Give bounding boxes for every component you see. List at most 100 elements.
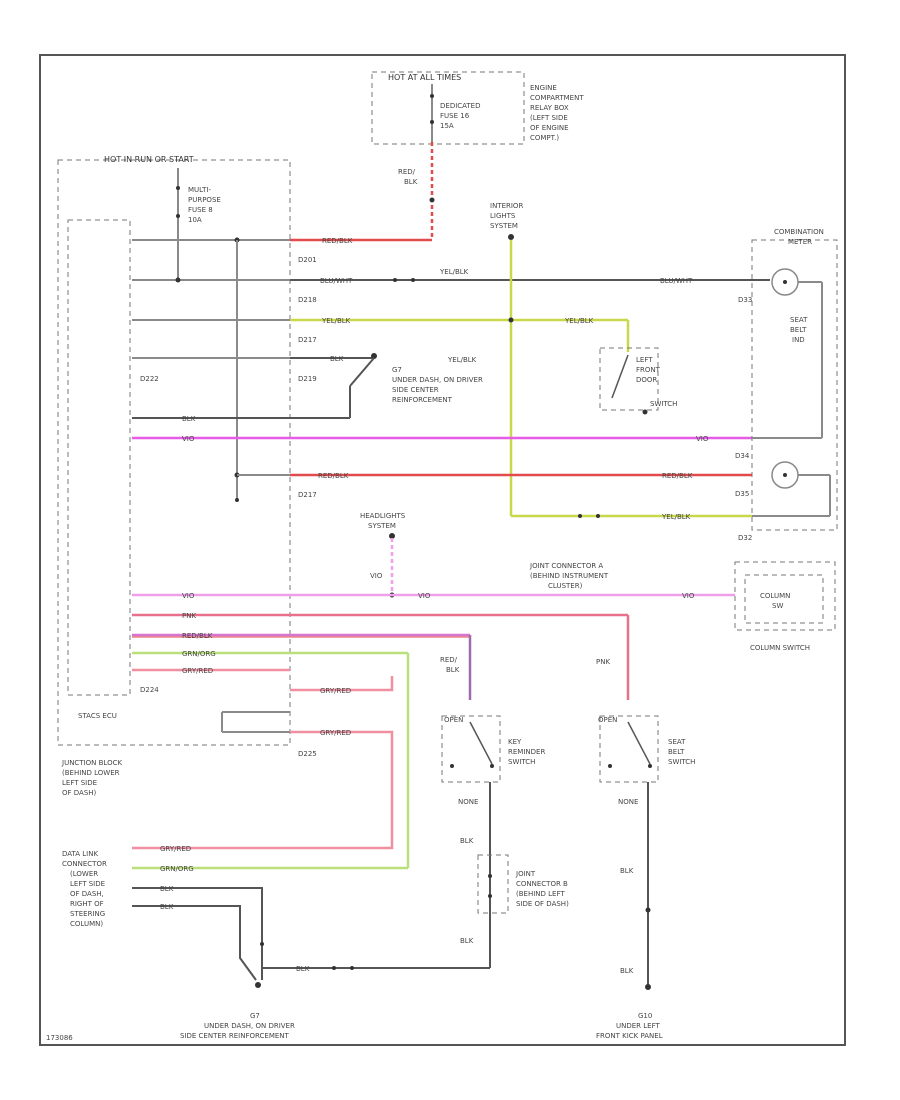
- red-blk-d201-label: RED/BLK: [322, 237, 353, 245]
- d33-label: D33: [738, 296, 752, 304]
- data-link-line6: RIGHT OF: [70, 900, 104, 908]
- seat-belt-switch-dot-1: [608, 764, 612, 768]
- joint-conn-a-line2: (BEHIND INSTRUMENT: [530, 572, 609, 580]
- figure-id: 173086: [46, 1034, 73, 1042]
- seat-belt-switch-line3: SWITCH: [668, 758, 695, 766]
- engine-relay-box-line2: COMPARTMENT: [530, 94, 584, 102]
- joint-conn-b-dot-2: [488, 894, 492, 898]
- door-switch-line2: FRONT: [636, 366, 661, 374]
- door-switch-line4: SWITCH: [650, 400, 677, 408]
- combination-meter-box: [751, 239, 838, 531]
- joint-conn-b-line1: JOINT: [515, 870, 536, 878]
- interior-lights-line3: SYSTEM: [490, 222, 518, 230]
- seat-belt-blk-label-2: BLK: [620, 967, 634, 975]
- red-blk-row-label-left: RED/BLK: [318, 472, 349, 480]
- key-reminder-line2: REMINDER: [508, 748, 545, 756]
- headlights-line2: SYSTEM: [368, 522, 396, 530]
- grn-org-ecu-label: GRN/ORG: [182, 650, 216, 658]
- key-reminder-blk-label-2: BLK: [460, 937, 474, 945]
- interior-lights-line2: LIGHTS: [490, 212, 516, 220]
- headlights-line1: HEADLIGHTS: [360, 512, 406, 520]
- yel-blk-vert-label: YEL/BLK: [447, 356, 477, 364]
- key-reminder-switch-contact: [469, 721, 493, 765]
- yel-blk-row3-label-right: YEL/BLK: [564, 317, 594, 325]
- door-switch-line1: LEFT: [636, 356, 653, 364]
- column-sw-line1: COLUMN: [760, 592, 790, 600]
- data-link-line3: (LOWER: [70, 870, 98, 878]
- yel-blk-row3-dot: [508, 317, 514, 323]
- grn-org-dlc-label: GRN/ORG: [160, 865, 194, 873]
- g7-top-line2: UNDER DASH, ON DRIVER: [392, 376, 483, 384]
- sw-open-a-label: OPEN: [444, 716, 463, 724]
- hot-at-all-times-box: [371, 71, 525, 145]
- column-switch-label: COLUMN SWITCH: [750, 644, 810, 652]
- engine-relay-box-line4: (LEFT SIDE: [530, 114, 568, 122]
- joint-conn-b-line3: (BEHIND LEFT: [516, 890, 565, 898]
- gry-red-ecu-label: GRY/RED: [182, 667, 213, 675]
- g7-bottom-splice-dot: [260, 942, 264, 946]
- blk-ecu-label: BLK: [182, 415, 196, 423]
- vio-headlights-label: VIO: [370, 572, 383, 580]
- data-link-line5: OF DASH,: [70, 890, 104, 898]
- sw-none-b-label: NONE: [618, 798, 638, 806]
- bus-end-dot: [235, 498, 239, 502]
- multi-fuse-line3: FUSE 8: [188, 206, 213, 214]
- blk-dlc-lower-wire: [132, 905, 257, 981]
- gry-red-upper-label: GRY/RED: [320, 687, 351, 695]
- gry-red-upper-wire: [290, 676, 394, 692]
- g10-line2: UNDER LEFT: [616, 1022, 660, 1030]
- interior-light-bulb-center: [783, 473, 787, 477]
- g7-top-line4: REINFORCEMENT: [392, 396, 453, 404]
- joint-conn-b-box: [477, 854, 509, 914]
- key-reminder-blk-label-1: BLK: [460, 837, 474, 845]
- dedicated-fuse-line3: 15A: [440, 122, 454, 130]
- seat-belt-blk-label-1: BLK: [620, 867, 634, 875]
- multi-fuse-line4: 10A: [188, 216, 202, 224]
- door-switch-box: [599, 347, 659, 411]
- d201-label: D201: [298, 256, 317, 264]
- d32-label: D32: [738, 534, 752, 542]
- seat-belt-switch-line1: SEAT: [668, 738, 686, 746]
- red-blk-key-label: RED/BLK: [182, 632, 213, 640]
- blk-dlc-lower-label: BLK: [160, 903, 174, 911]
- column-sw-line2: SW: [772, 602, 783, 610]
- joint-conn-b-line2: CONNECTOR B: [516, 880, 568, 888]
- red-blk-top-line2: BLK: [404, 178, 418, 186]
- joint-conn-b-line4: SIDE OF DASH): [516, 900, 569, 908]
- blu-wht-connector-dot-2: [411, 278, 415, 282]
- red-blk-row-label-right: RED/BLK: [662, 472, 693, 480]
- headlights-dot: [389, 533, 395, 539]
- door-switch-ground-dot: [642, 409, 648, 415]
- sw-none-a-label: NONE: [458, 798, 478, 806]
- blk-g7-label: BLK: [330, 355, 344, 363]
- seat-belt-ind-line3: IND: [792, 336, 805, 344]
- blk-dlc-upper-label: BLK: [160, 885, 174, 893]
- blu-wht-label-right: BLU/WHT: [660, 277, 693, 285]
- seat-belt-switch-line2: BELT: [668, 748, 685, 756]
- key-reminder-switch-dot-2: [490, 764, 494, 768]
- data-link-line4: LEFT SIDE: [70, 880, 105, 888]
- d224-label: D224: [140, 686, 159, 694]
- d34-label: D34: [735, 452, 750, 460]
- dedicated-fuse-line1: DEDICATED: [440, 102, 481, 110]
- engine-relay-box-line5: OF ENGINE: [530, 124, 569, 132]
- blk-dlc-upper-wire: [132, 887, 263, 950]
- vio-meter-label-left: VIO: [182, 435, 195, 443]
- g7-bottom-line1: G7: [250, 1012, 260, 1020]
- d217-label: D217: [298, 336, 317, 344]
- stacs-ecu-box: [67, 219, 131, 696]
- pnk-seat-belt-label: PNK: [182, 612, 196, 620]
- column-sw-inner-box: [744, 574, 824, 624]
- fuse-16-top-dot: [430, 94, 434, 98]
- joint-conn-b-dot-1: [488, 874, 492, 878]
- g7-top-line1: G7: [392, 366, 402, 374]
- d218-label: D218: [298, 296, 317, 304]
- junction-block-line3: LEFT SIDE: [62, 779, 97, 787]
- gry-red-dlc-label: GRY/RED: [160, 845, 191, 853]
- g7-bottom-blk-label: BLK: [296, 965, 310, 973]
- g7-top-ground-dot: [371, 353, 377, 359]
- key-reminder-line3: SWITCH: [508, 758, 535, 766]
- d225-label: D225: [298, 750, 317, 758]
- combination-meter-line2: METER: [788, 238, 812, 246]
- blk-ecu-angle-wire: [349, 357, 375, 387]
